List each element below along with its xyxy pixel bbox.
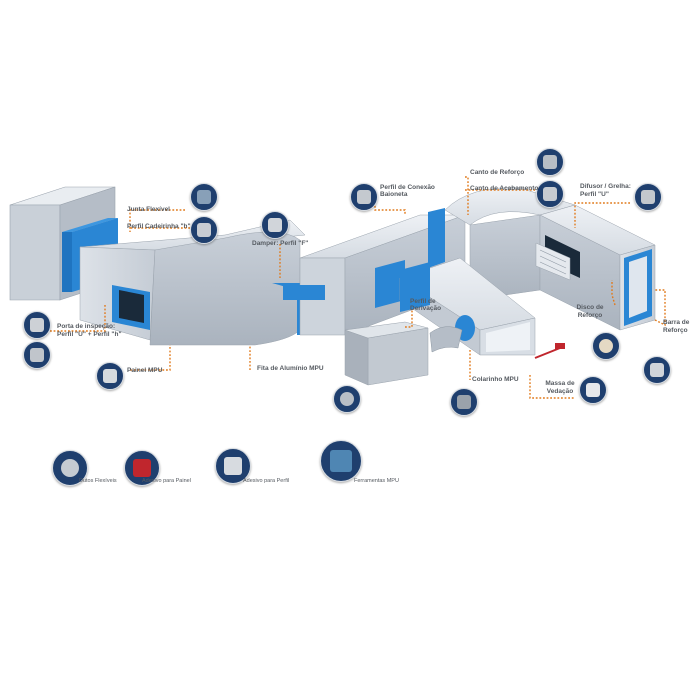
- label-difusor-grelha: Difusor / Grelha:: [580, 183, 631, 190]
- flexible-duct-icon: [52, 450, 88, 486]
- bayonet-profile-icon: [350, 183, 378, 211]
- corner-reinforcement-icon: [536, 148, 564, 176]
- sealant-icon: [579, 376, 607, 404]
- label-barra-reforco-2: Reforço: [663, 327, 688, 334]
- label-dutos-flexiveis: Dutos Flexíveis: [79, 478, 117, 484]
- label-ferramentas: Ferramentas MPU: [354, 478, 399, 484]
- damper-profile-icon: [261, 211, 289, 239]
- label-vedacao: Vedação: [546, 388, 574, 395]
- tools-icon: [320, 440, 362, 482]
- profile-adhesive-icon: [215, 448, 251, 484]
- corner-finish-icon: [536, 180, 564, 208]
- label-porta-inspecao: Porta de inspeção:: [57, 323, 116, 330]
- label-canto-reforco: Canto de Reforço: [470, 169, 525, 176]
- diffuser-profile-icon: [634, 183, 662, 211]
- inspection-door-profile-h-icon: [23, 341, 51, 369]
- label-perfil-conexao: Perfil de Conexão: [380, 184, 435, 191]
- label-barra-reforco: Barra de: [663, 319, 690, 326]
- label-damper: Damper: Perfil "F": [252, 240, 309, 247]
- label-baioneta: Baioneta: [380, 191, 408, 198]
- label-disco-reforco: Disco de: [576, 304, 604, 311]
- label-painel-mpu: Painel MPU: [127, 367, 163, 374]
- label-colarinho: Colarinho MPU: [472, 376, 519, 383]
- label-perfil-cadeirinha: Perfil Cadeirinha "h": [127, 223, 191, 230]
- label-fita-aluminio: Fita de Alumínio MPU: [257, 365, 324, 372]
- main-duct-lower: [79, 219, 306, 346]
- label-massa-vedacao: Massa de: [545, 380, 575, 387]
- reinforcement-disc-icon: [592, 332, 620, 360]
- collar-icon: [450, 388, 478, 416]
- collar-flex: [344, 315, 475, 386]
- profile-h-icon: [190, 216, 218, 244]
- label-disco-reforco-2: Reforço: [577, 312, 603, 319]
- label-difusor-perfil: Perfil "U": [580, 191, 609, 198]
- label-porta-perfis: Perfil "U" + Perfil "h": [57, 331, 122, 338]
- label-perfil-derivacao: Perfil de: [410, 298, 436, 305]
- right-elbow: [444, 187, 656, 331]
- label-adesivo-painel: Adesivo para Painel: [142, 478, 191, 484]
- label-junta-flexivel: Junta Flexível: [127, 206, 170, 213]
- reinforcement-bar-icon: [643, 356, 671, 384]
- leader-lines: [50, 176, 666, 399]
- aluminum-tape-icon: [333, 385, 361, 413]
- panel-adhesive-icon: [124, 450, 160, 486]
- label-derivacao: Derivação: [410, 305, 442, 312]
- panel-mpu-icon: [96, 362, 124, 390]
- sealant-gun: [534, 343, 565, 359]
- inspection-door-profile-u-icon: [23, 311, 51, 339]
- duct-flex-joint-icon: [190, 183, 218, 211]
- label-canto-acabamento: Canto de Acabamento: [470, 185, 539, 192]
- label-adesivo-perfil: Adesivo para Perfil: [243, 478, 290, 484]
